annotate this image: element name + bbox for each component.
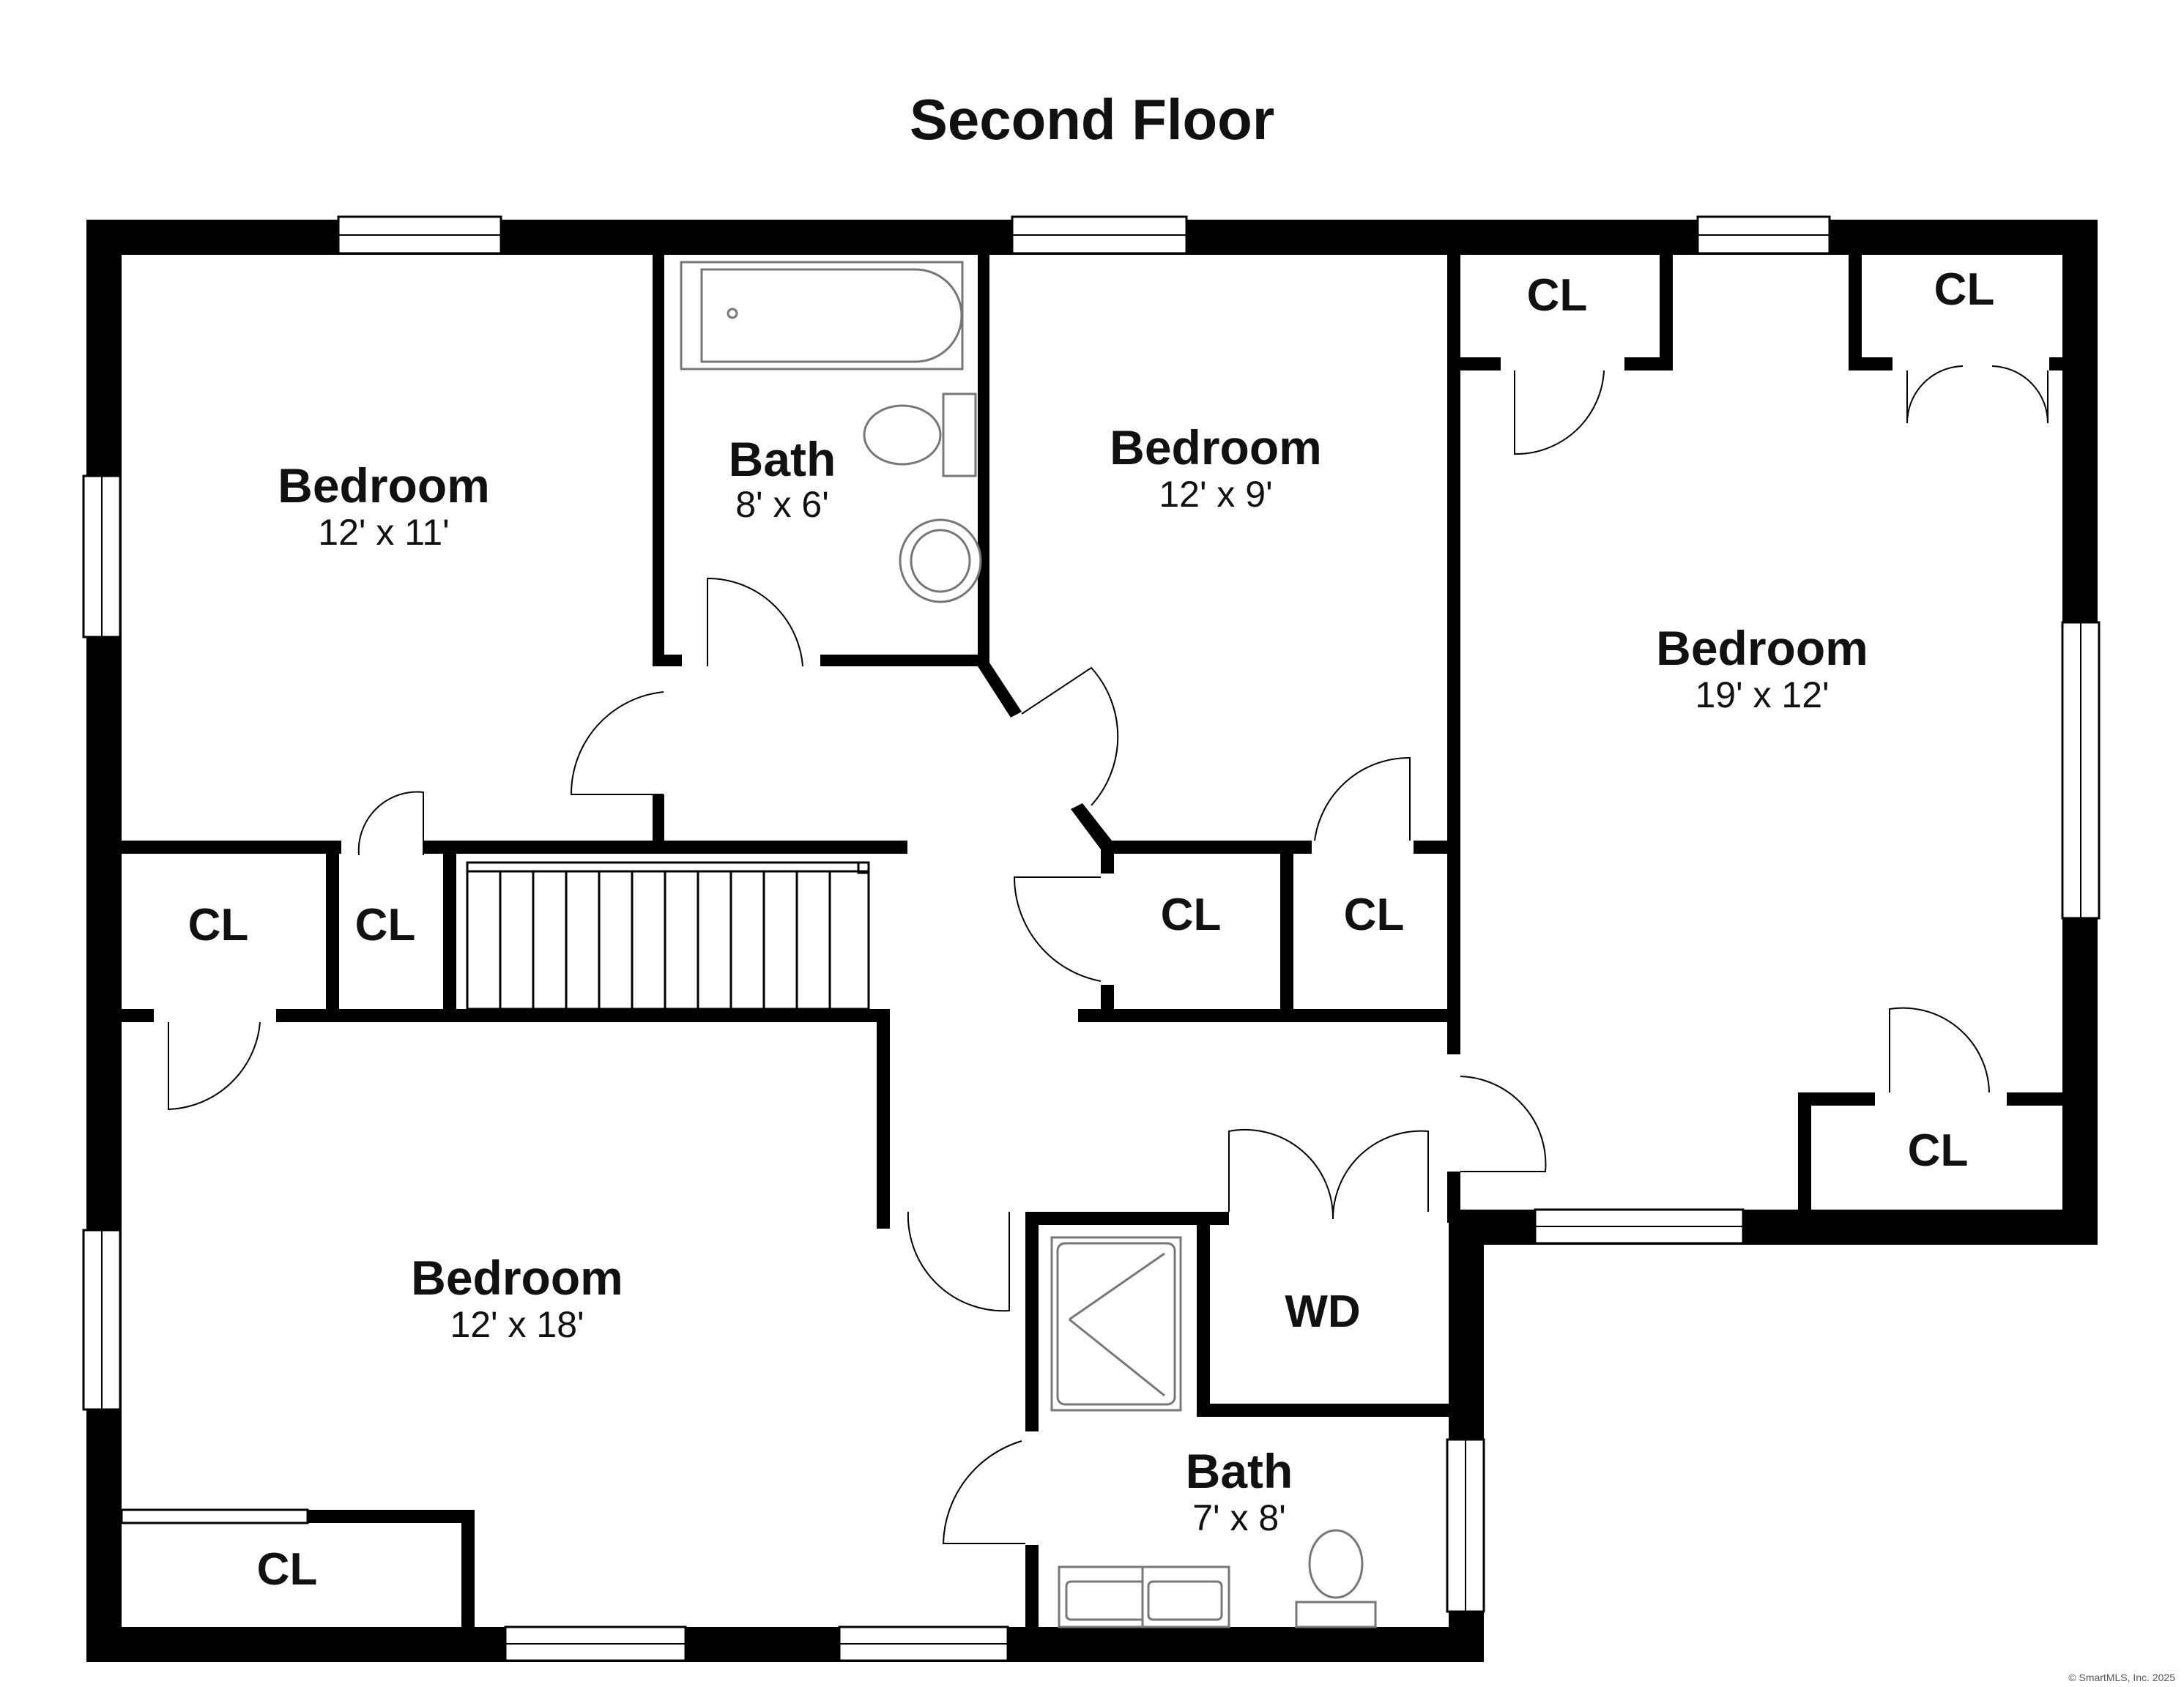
wall-wd-south bbox=[1197, 1404, 1462, 1417]
closet-label: CL bbox=[188, 900, 249, 950]
fixtures bbox=[680, 261, 1377, 1628]
toilet bbox=[942, 392, 977, 477]
closet-labels: CL CL CL CL CL CL CL CL bbox=[188, 264, 1995, 1595]
closet-label: CL bbox=[1344, 890, 1405, 940]
wall-stair-north bbox=[445, 841, 894, 854]
room-name-bedroom-nw: Bedroom bbox=[278, 458, 490, 513]
closet-label: CL bbox=[1161, 890, 1222, 940]
wall-cl-south bbox=[122, 1009, 154, 1022]
wall-south bbox=[86, 1627, 1484, 1662]
wall-cl-divider-1 bbox=[326, 841, 339, 1009]
closet-label: CL bbox=[1527, 270, 1588, 321]
room-dims-bedroom-e: 19' x 12' bbox=[1695, 674, 1829, 715]
room-dims-bath-north: 8' x 6' bbox=[735, 484, 829, 525]
doors bbox=[168, 365, 2049, 1544]
wall-shower-north bbox=[1025, 1212, 1210, 1225]
wall-cl-divider-2 bbox=[443, 841, 456, 1009]
bathtub bbox=[680, 261, 964, 370]
floor-title: Second Floor bbox=[910, 87, 1274, 152]
room-labels: Bedroom 12' x 11' Bath 8' x 6' Bedroom 1… bbox=[278, 420, 1868, 1538]
room-dims-bedroom-n: 12' x 9' bbox=[1159, 474, 1272, 515]
stairs bbox=[466, 861, 870, 1010]
room-name-bath-north: Bath bbox=[729, 432, 836, 486]
closet-label: CL bbox=[1908, 1125, 1969, 1176]
wall-se-cl bbox=[1798, 1092, 1811, 1210]
room-name-bath-south: Bath bbox=[1186, 1444, 1293, 1498]
closet-label: CL bbox=[355, 900, 416, 950]
wall-hall-cl-west bbox=[1101, 841, 1114, 874]
wall-stair-east bbox=[877, 1009, 890, 1229]
wall-nbed-east bbox=[1447, 255, 1460, 1054]
wall-hall-cl-north bbox=[1101, 841, 1308, 854]
copyright-note: © SmartMLS, Inc. 2025 bbox=[2068, 1672, 2175, 1683]
toilet bbox=[1295, 1601, 1377, 1628]
room-name-bedroom-sw: Bedroom bbox=[411, 1251, 623, 1305]
wall-nwbed-south-west bbox=[122, 841, 341, 854]
wall-west bbox=[86, 220, 122, 1662]
room-name-bedroom-e: Bedroom bbox=[1656, 621, 1868, 675]
wall-bath-south bbox=[820, 655, 978, 666]
room-name-bedroom-n: Bedroom bbox=[1110, 420, 1322, 474]
room-dims-bath-south: 7' x 8' bbox=[1192, 1497, 1286, 1538]
wall-sbath-west bbox=[1025, 1212, 1039, 1431]
closet-label: CL bbox=[257, 1544, 318, 1595]
room-dims-bedroom-nw: 12' x 11' bbox=[318, 512, 449, 553]
wall-nwbed-east bbox=[653, 255, 664, 666]
room-name-laundry: WD bbox=[1285, 1286, 1360, 1337]
room-dims-bedroom-sw: 12' x 18' bbox=[450, 1304, 584, 1345]
closet-label: CL bbox=[1934, 264, 1995, 315]
wall-hall-cl-south bbox=[1078, 1009, 1460, 1022]
wall-wd-west bbox=[1197, 1212, 1210, 1417]
wall-bath-east bbox=[978, 255, 989, 666]
